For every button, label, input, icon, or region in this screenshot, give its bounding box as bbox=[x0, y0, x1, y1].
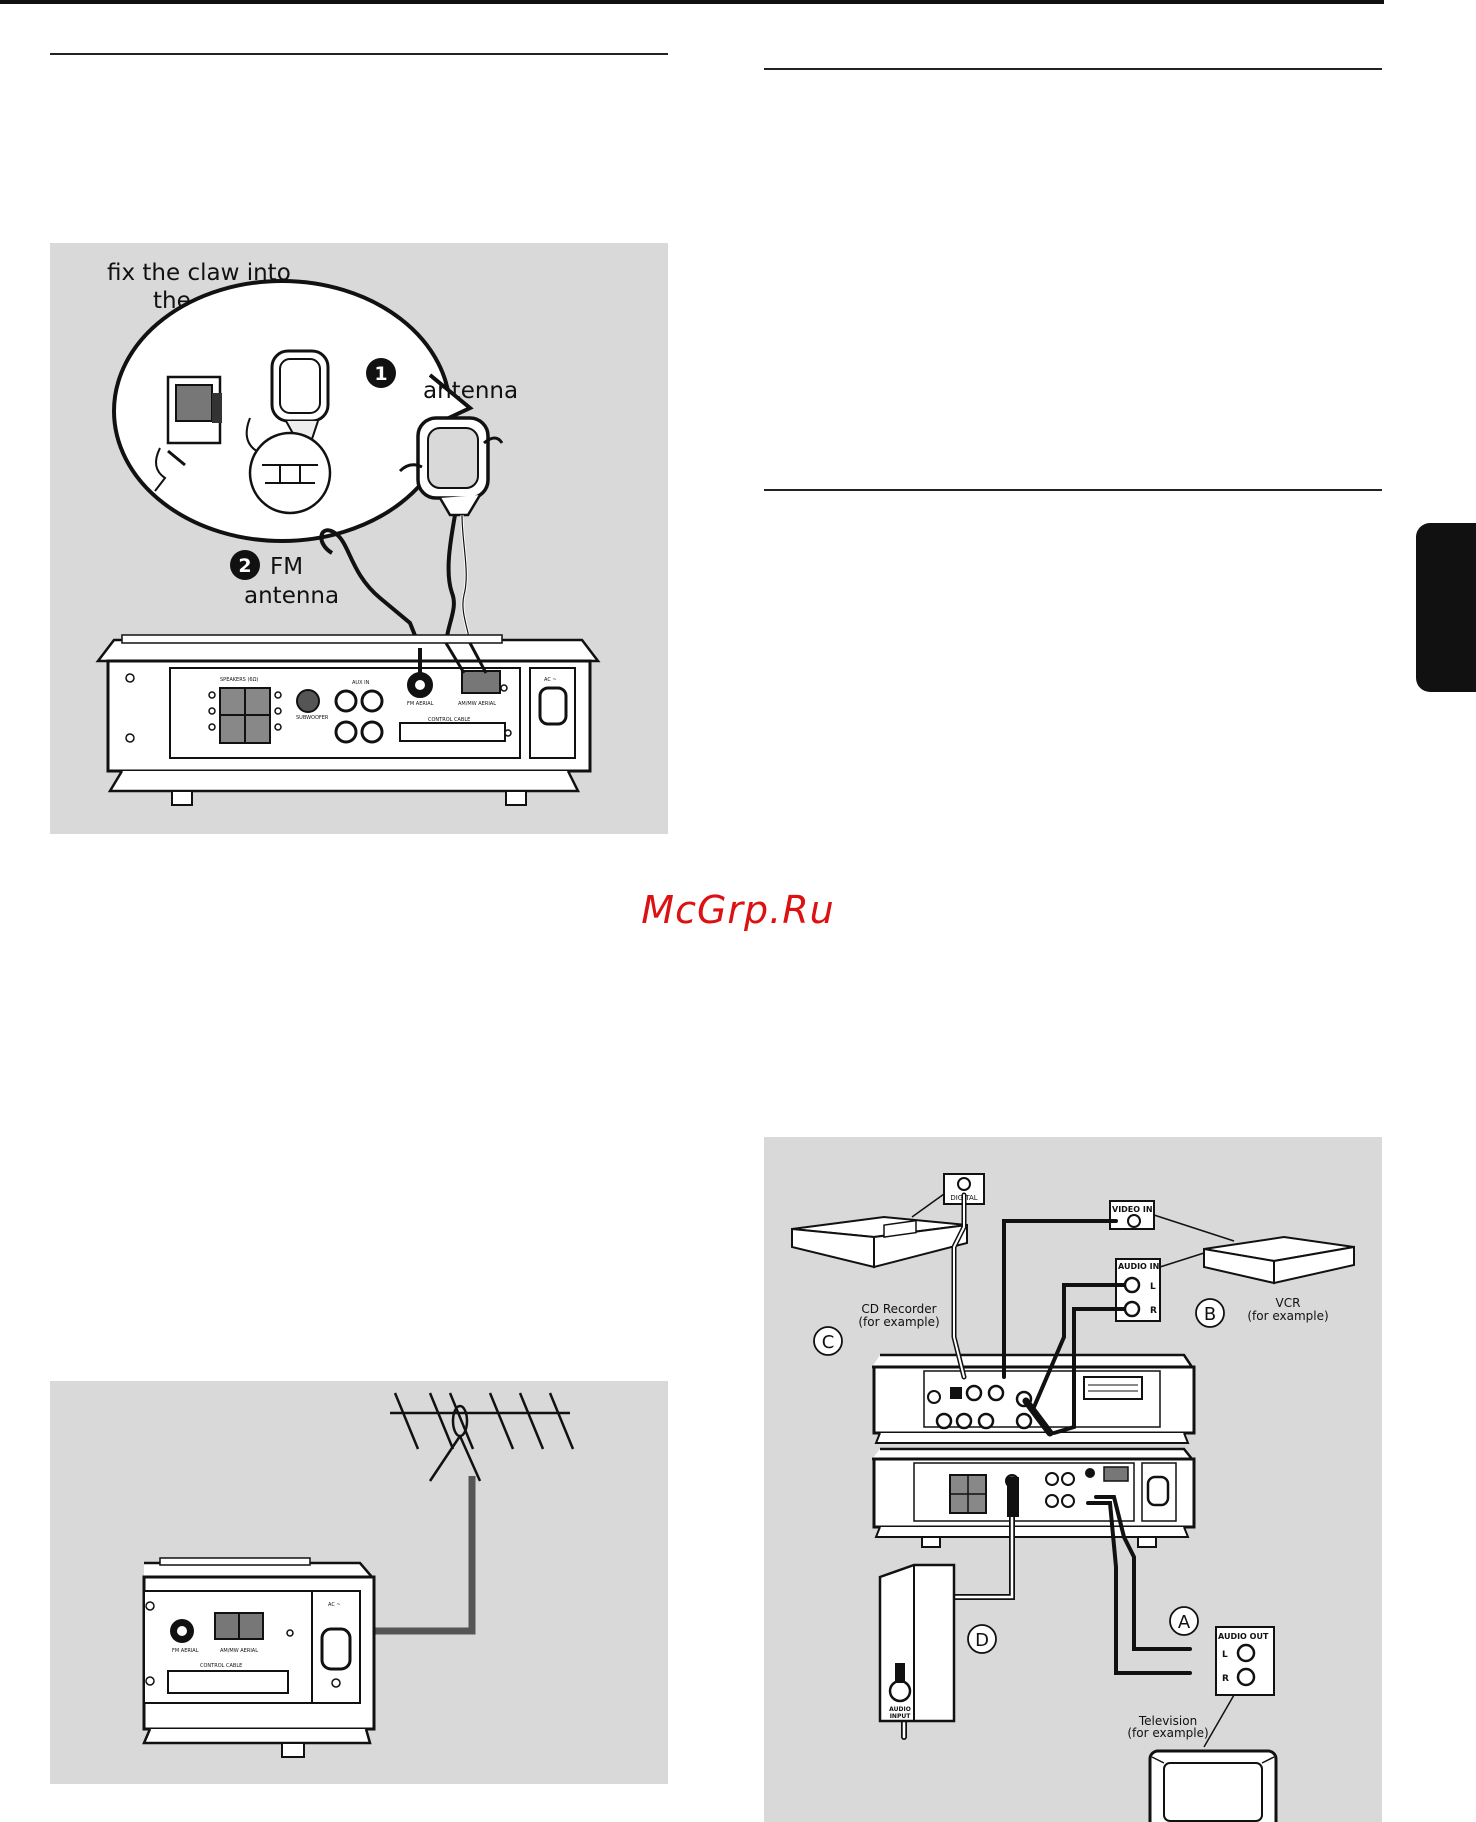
audio-in-label: AUDIO IN bbox=[1118, 1262, 1159, 1271]
marker-c: C bbox=[813, 1326, 843, 1356]
figure-outdoor-antenna: FM AERIAL AM/MW AERIAL CONTROL CABLE AC … bbox=[50, 1381, 668, 1784]
television-note: (for example) bbox=[1127, 1726, 1208, 1740]
audio-out-l: L bbox=[1222, 1650, 1228, 1660]
panel-label-aux-in: AUX IN bbox=[352, 680, 370, 686]
audio-out-r: R bbox=[1222, 1674, 1229, 1684]
outdoor-antenna-illustration: FM AERIAL AM/MW AERIAL CONTROL CABLE AC … bbox=[142, 1392, 575, 1758]
svg-text:D: D bbox=[975, 1630, 989, 1651]
marker-d: D bbox=[967, 1624, 997, 1654]
am-fm-antenna-illustration: fix the claw into the slot 1 antenna bbox=[95, 260, 601, 806]
video-in-label: VIDEO IN bbox=[1112, 1205, 1153, 1214]
step1-badge bbox=[366, 358, 396, 388]
claw-detail-callout bbox=[112, 279, 474, 543]
audio-input-label-line2: INPUT bbox=[890, 1713, 912, 1720]
marker-a: A bbox=[1169, 1606, 1199, 1636]
am-loop-antenna bbox=[398, 416, 504, 644]
audio-out-label: AUDIO OUT bbox=[1218, 1632, 1269, 1641]
cd-recorder-label: CD Recorder bbox=[861, 1302, 936, 1316]
fm-wire-antenna bbox=[319, 528, 422, 649]
cd-recorder-device bbox=[791, 1215, 968, 1269]
figure-am-fm-antenna: fix the claw into the slot 1 antenna bbox=[50, 243, 668, 834]
outdoor-label-ac: AC ~ bbox=[328, 1602, 341, 1608]
lower-unit-rear-panel bbox=[872, 1447, 1196, 1548]
vcr-label: VCR bbox=[1276, 1296, 1301, 1310]
panel-label-control-cable: CONTROL CABLE bbox=[428, 717, 470, 723]
television-device bbox=[1148, 1749, 1278, 1822]
television-label: Television bbox=[1138, 1714, 1197, 1728]
watermark: McGrp.Ru bbox=[641, 888, 835, 932]
svg-text:A: A bbox=[1178, 1612, 1191, 1633]
step2-label-line1: FM bbox=[270, 554, 303, 580]
step2-number: 2 bbox=[238, 555, 251, 577]
language-side-tab bbox=[1416, 523, 1476, 692]
step2-badge bbox=[230, 550, 260, 580]
figure-external-connections: DIGITAL CD Recorder (for example) VIDEO … bbox=[764, 1137, 1382, 1822]
step2-label-line2: antenna bbox=[244, 583, 339, 609]
upper-unit-rear-panel bbox=[872, 1353, 1196, 1444]
step1-number: 1 bbox=[374, 363, 387, 385]
outdoor-label-control-cable: CONTROL CABLE bbox=[200, 1663, 242, 1669]
panel-label-subwoofer: SUBWOOFER bbox=[296, 715, 329, 721]
section-rule-mid-right bbox=[764, 489, 1382, 491]
digital-input-callout: DIGITAL bbox=[911, 1173, 985, 1218]
audio-in-l: L bbox=[1150, 1282, 1156, 1292]
step1-label: antenna bbox=[423, 378, 518, 404]
outdoor-antenna bbox=[390, 1392, 575, 1631]
panel-label-speakers: SPEAKERS (6Ω) bbox=[220, 677, 258, 683]
outdoor-label-am-aerial: AM/MW AERIAL bbox=[220, 1648, 258, 1654]
connections-illustration: DIGITAL CD Recorder (for example) VIDEO … bbox=[791, 1173, 1355, 1822]
panel-label-fm-aerial: FM AERIAL bbox=[407, 701, 434, 707]
svg-text:B: B bbox=[1204, 1304, 1216, 1325]
main-unit-rear-panel-detail: FM AERIAL AM/MW AERIAL CONTROL CABLE AC … bbox=[142, 1557, 376, 1758]
top-border-bar bbox=[0, 0, 1384, 4]
marker-b: B bbox=[1195, 1298, 1225, 1328]
vcr-note: (for example) bbox=[1247, 1309, 1328, 1323]
main-unit-rear-panel: SPEAKERS (6Ω) SUBWOOFER AUX IN FM AERIAL… bbox=[95, 634, 601, 806]
panel-label-am-aerial: AM/MW AERIAL bbox=[458, 701, 496, 707]
panel-label-ac: AC ~ bbox=[544, 677, 557, 683]
outdoor-label-fm-aerial: FM AERIAL bbox=[172, 1648, 199, 1654]
vcr-input-callout: VIDEO IN AUDIO IN L R bbox=[1109, 1200, 1235, 1322]
active-subwoofer-device: AUDIO INPUT bbox=[878, 1563, 956, 1723]
tv-audio-out-callout: AUDIO OUT L R bbox=[1203, 1626, 1275, 1748]
svg-text:C: C bbox=[822, 1332, 835, 1353]
cd-recorder-note: (for example) bbox=[858, 1315, 939, 1329]
section-rule-top-right bbox=[764, 68, 1382, 70]
audio-in-r: R bbox=[1150, 1306, 1157, 1316]
section-rule-top-left bbox=[50, 53, 668, 55]
vcr-device bbox=[1203, 1235, 1355, 1285]
audio-input-label-line1: AUDIO bbox=[889, 1706, 911, 1713]
